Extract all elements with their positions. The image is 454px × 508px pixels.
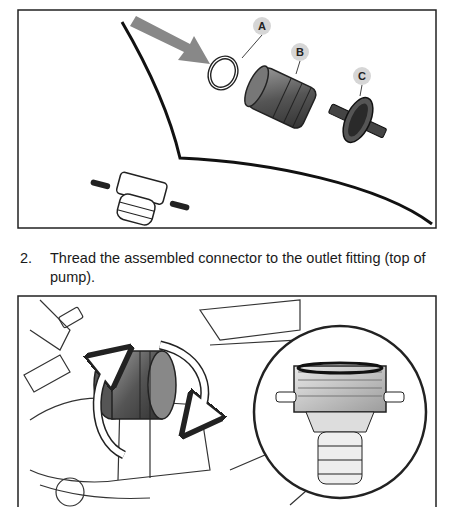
- panel-frame: [18, 10, 436, 228]
- o-ring: [204, 53, 241, 93]
- magnify-curve: [122, 22, 432, 224]
- assembled-connector: [86, 165, 191, 234]
- pointer-arrow: [130, 16, 210, 64]
- callout-letter: B: [292, 44, 308, 60]
- pump-outlet-connector: [94, 351, 176, 419]
- inset-connector: [276, 363, 404, 484]
- inset-circle: [254, 326, 426, 498]
- callout-letter: A: [254, 18, 270, 34]
- coupling-nut: [321, 86, 396, 155]
- step-text: Thread the assembled connector to the ou…: [50, 249, 442, 287]
- callout-letter: C: [354, 68, 370, 84]
- step-number: 2.: [20, 249, 32, 268]
- hose-barb: [240, 63, 318, 131]
- panel-frame: [18, 296, 436, 507]
